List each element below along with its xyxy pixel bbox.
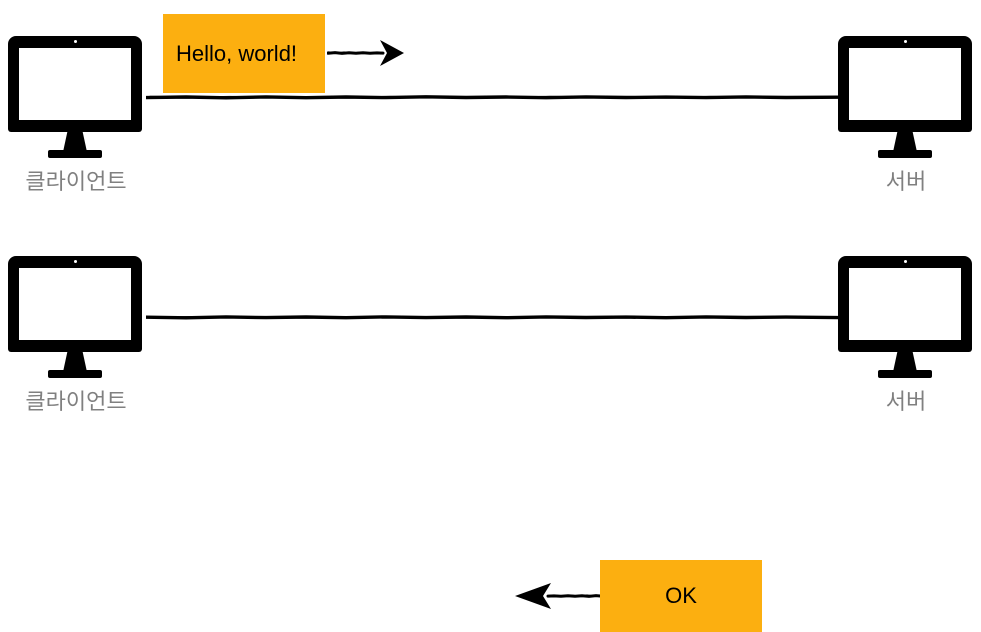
monitor-camera-icon	[904, 260, 907, 263]
desktop-monitor-icon	[836, 256, 974, 380]
message-box-response[interactable]: OK	[600, 560, 762, 632]
connection-wire-response	[146, 314, 838, 320]
node-label-client: 클라이언트	[25, 389, 127, 414]
diagram-row-response: 클라이언트 OK	[0, 220, 981, 632]
node-server-response[interactable]: 서버	[836, 256, 976, 416]
monitor-screen	[19, 48, 131, 120]
connection-wire-request	[146, 94, 838, 100]
node-label-client: 클라이언트	[25, 169, 127, 194]
monitor-foot	[878, 370, 932, 378]
monitor-neck	[893, 352, 917, 372]
diagram-row-request: 클라이언트 Hello, world!	[0, 0, 981, 219]
message-box-request[interactable]: Hello, world!	[163, 14, 325, 93]
desktop-monitor-icon	[836, 36, 974, 160]
desktop-monitor-icon	[6, 36, 144, 160]
monitor-camera-icon	[74, 260, 77, 263]
arrow-right-icon	[327, 36, 405, 70]
monitor-neck	[893, 132, 917, 152]
monitor-foot	[878, 150, 932, 158]
monitor-camera-icon	[904, 40, 907, 43]
node-server-request[interactable]: 서버	[836, 36, 976, 196]
node-label-server: 서버	[885, 389, 927, 414]
monitor-foot	[48, 370, 102, 378]
monitor-screen	[849, 48, 961, 120]
message-text: OK	[665, 583, 697, 608]
monitor-camera-icon	[74, 40, 77, 43]
node-client-response[interactable]: 클라이언트	[6, 256, 146, 416]
message-text: Hello, world!	[176, 40, 298, 66]
desktop-monitor-icon	[6, 256, 144, 380]
node-label-server: 서버	[885, 169, 927, 194]
monitor-screen	[849, 268, 961, 340]
monitor-neck	[63, 132, 87, 152]
monitor-neck	[63, 352, 87, 372]
monitor-screen	[19, 268, 131, 340]
node-client-request[interactable]: 클라이언트	[6, 36, 146, 196]
monitor-foot	[48, 150, 102, 158]
arrow-left-icon	[512, 579, 604, 613]
